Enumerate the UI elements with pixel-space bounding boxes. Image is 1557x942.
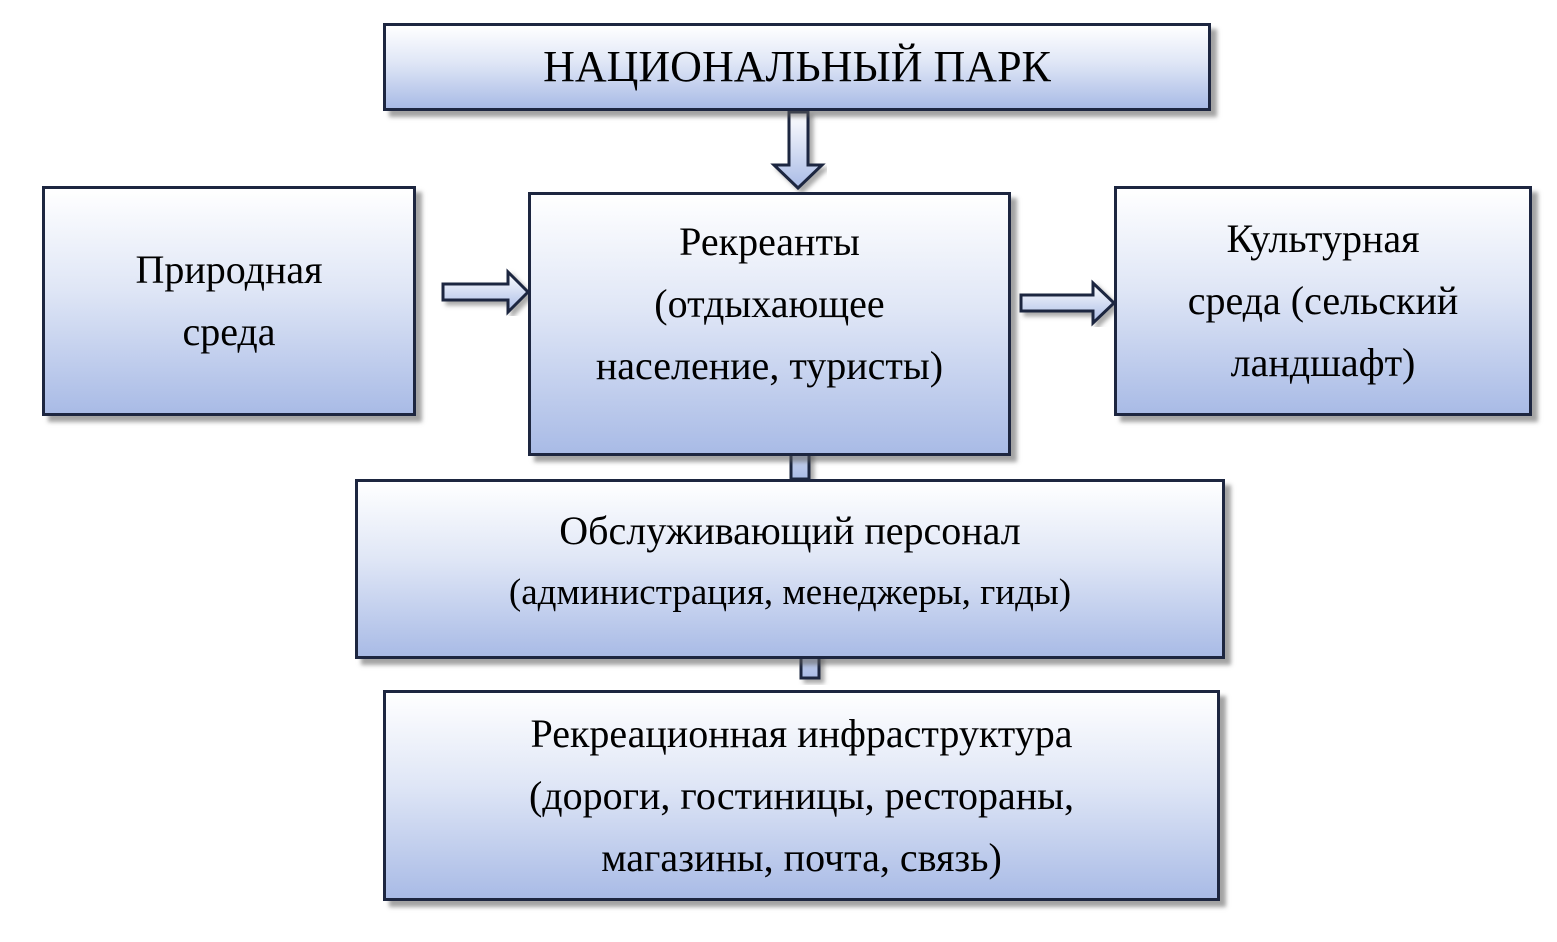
recreants-line2: (отдыхающее	[654, 281, 885, 326]
box-recreants: Рекреанты (отдыхающее население, туристы…	[528, 192, 1011, 456]
nature-line1: Природная	[135, 247, 323, 292]
staff-line1: Обслуживающий персонал	[559, 508, 1021, 553]
recreants-line3: население, туристы)	[595, 343, 944, 388]
infra-line1: Рекреационная инфраструктура	[530, 710, 1073, 756]
culture-line3: ландшафт)	[1230, 340, 1416, 385]
infra-line2: (дороги, гостиницы, рестораны,	[528, 772, 1075, 818]
culture-line1: Культурная	[1226, 216, 1420, 261]
recreants-line1: Рекреанты	[679, 219, 860, 264]
arrow-right-recreants-to-culture	[1019, 279, 1117, 327]
box-national-park: НАЦИОНАЛЬНЫЙ ПАРК	[383, 23, 1211, 111]
box-recreational-infrastructure: Рекреационная инфраструктура (дороги, го…	[383, 690, 1220, 901]
staff-line2: (администрация, менеджеры, гиды)	[508, 572, 1072, 613]
arrow-down-park-to-recreants	[770, 110, 826, 191]
culture-line2: среда (сельский	[1187, 278, 1459, 323]
box-natural-environment: Природная среда	[42, 186, 416, 416]
park-title: НАЦИОНАЛЬНЫЙ ПАРК	[543, 42, 1051, 91]
box-cultural-environment: Культурная среда (сельский ландшафт)	[1114, 186, 1532, 416]
infra-line3: магазины, почта, связь)	[601, 834, 1002, 880]
box-service-staff: Обслуживающий персонал (администрация, м…	[355, 479, 1225, 659]
arrow-right-nature-to-recreants	[441, 268, 531, 316]
nature-line2: среда	[182, 309, 276, 354]
